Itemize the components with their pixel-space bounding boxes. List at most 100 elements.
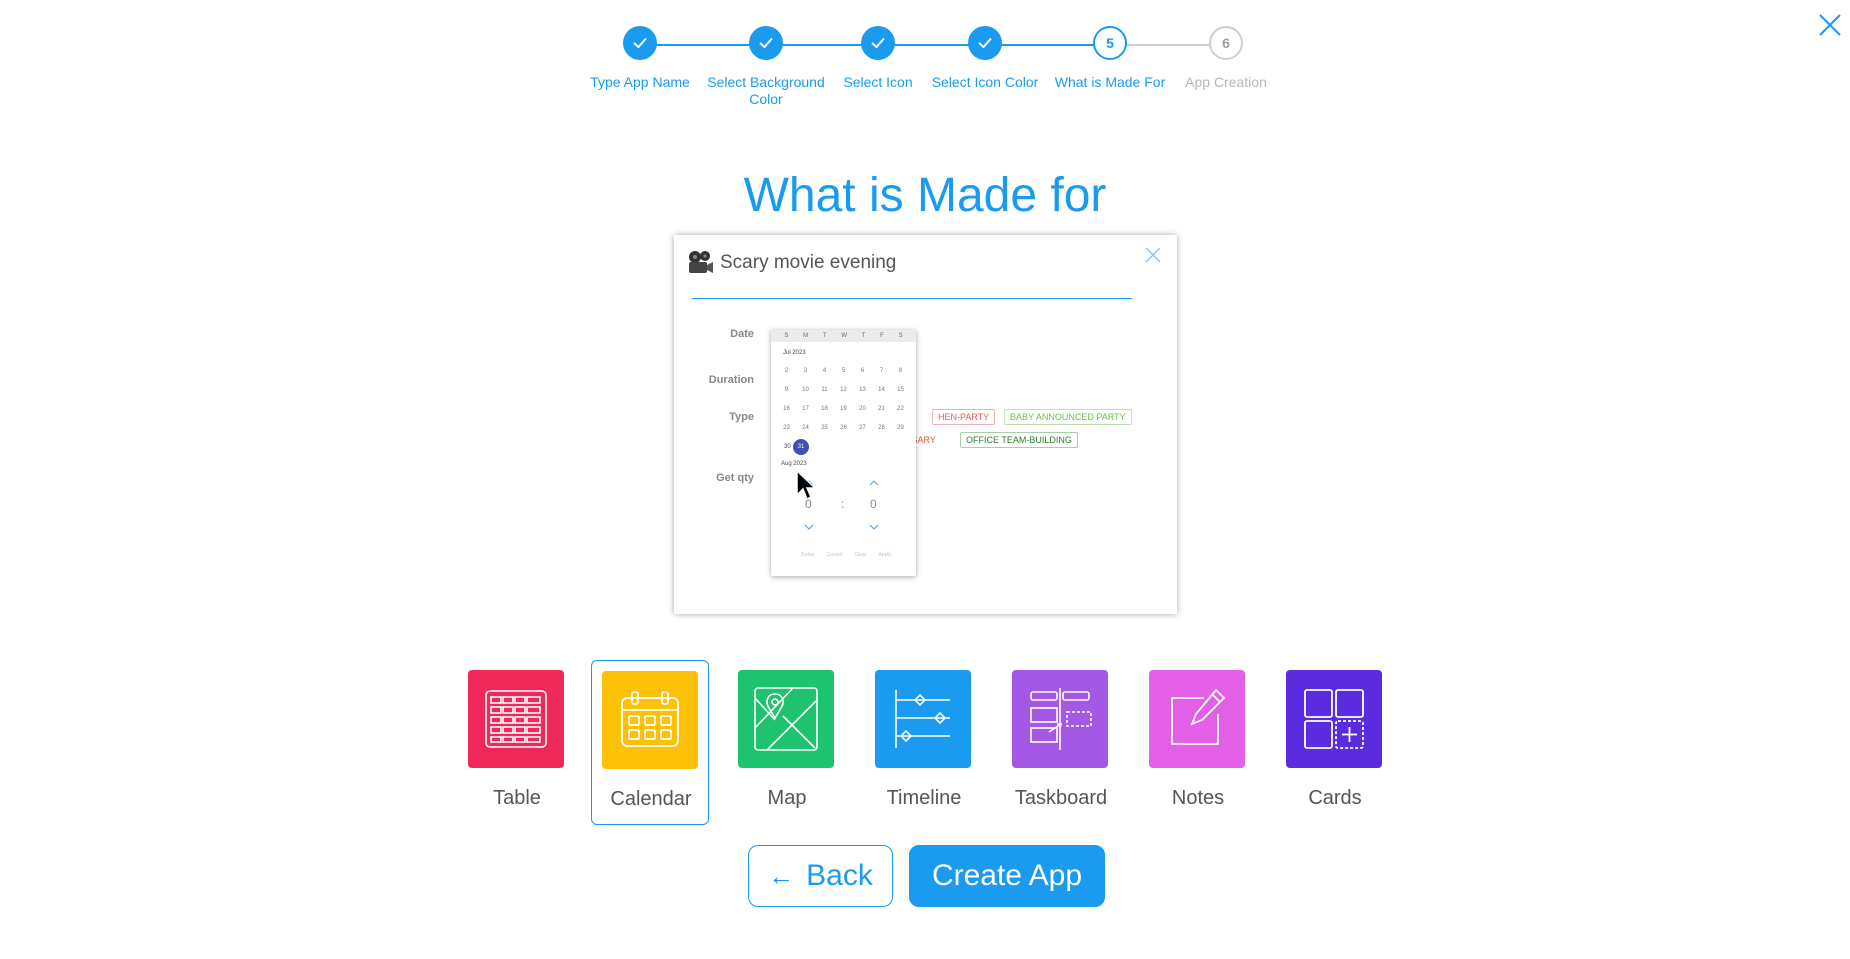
wizard-stepper: Type App Name Select Background Color Se… [0, 26, 1850, 126]
step-type-app-name[interactable]: Type App Name [565, 26, 715, 91]
app-type-table[interactable]: Table [458, 660, 576, 825]
preview-title-row: Scary movie evening [686, 249, 896, 277]
date-picker-popup: S M T W T F S Jul 2023 2 3 4 5 6 7 8 9 1… [771, 330, 916, 576]
weekday: M [803, 333, 809, 339]
calendar-day: 27 [859, 425, 866, 431]
calendar-footer-item: Apply [878, 552, 891, 558]
weekday: T [822, 333, 827, 339]
weekday: S [898, 333, 903, 339]
app-type-cards[interactable]: Cards [1276, 660, 1394, 825]
close-icon[interactable] [1817, 12, 1843, 38]
weekday: S [784, 333, 789, 339]
calendar-day: 21 [878, 406, 885, 412]
app-type-taskboard[interactable]: Taskboard [1002, 660, 1120, 825]
preview-image: Scary movie evening Date Duration Type G… [674, 235, 1177, 614]
calendar-footer-item: Today [801, 552, 815, 558]
calendar-day: 19 [840, 406, 847, 412]
calendar-footer-item: Clear [854, 552, 867, 558]
step-label: Select Icon [843, 74, 913, 90]
type-chip: BABY ANNOUNCED PARTY [1004, 409, 1132, 425]
weekday: T [861, 333, 866, 339]
calendar-day: 13 [859, 387, 866, 393]
calendar-day: 15 [897, 387, 904, 393]
app-type-notes[interactable]: Notes [1139, 660, 1257, 825]
create-app-button[interactable]: Create App [909, 845, 1105, 907]
chevron-down-icon [804, 524, 814, 530]
time-separator: : [841, 497, 845, 511]
page-title: What is Made for [743, 169, 1107, 222]
calendar-day: 2 [784, 368, 789, 374]
app-type-timeline[interactable]: Timeline [865, 660, 983, 825]
step-select-icon-color[interactable]: Select Icon Color [910, 26, 1060, 91]
taskboard-icon [1012, 670, 1108, 768]
step-label: Type App Name [590, 74, 690, 90]
type-label: Type [729, 411, 754, 423]
calendar-day: 20 [859, 406, 866, 412]
calendar-week-row: 16 17 18 19 20 21 22 [777, 406, 910, 412]
preview-title: Scary movie evening [720, 252, 897, 273]
calendar-day: 18 [821, 406, 828, 412]
calendar-day: 24 [802, 425, 809, 431]
table-icon [468, 670, 564, 768]
mouse-cursor-icon [796, 470, 817, 501]
calendar-day: 10 [802, 387, 809, 393]
app-type-label: Calendar [610, 788, 692, 810]
back-button[interactable]: ← Back [748, 845, 893, 907]
calendar-day: 22 [897, 406, 904, 412]
step-select-background-color[interactable]: Select Background Color [691, 26, 841, 108]
app-type-label: Map [767, 787, 807, 809]
app-type-label: Notes [1171, 787, 1225, 809]
stepper-line-pending [1110, 44, 1226, 46]
step-what-is-made-for[interactable]: 5 What is Made For [1035, 26, 1185, 91]
get-qty-label: Get qty [716, 472, 754, 484]
step-label: App Creation [1185, 74, 1267, 90]
map-icon [738, 670, 834, 768]
calendar-day: 29 [897, 425, 904, 431]
calendar-week-row: 23 24 25 26 27 28 29 [777, 425, 910, 431]
app-type-label: Timeline [886, 787, 962, 809]
preview-title-underline [692, 298, 1132, 299]
calendar-day: 25 [821, 425, 828, 431]
step-number: 6 [1209, 26, 1243, 60]
hours-value: 0 [805, 497, 812, 511]
weekday: W [841, 333, 847, 339]
type-chip: OFFICE TEAM-BUILDING [960, 432, 1078, 448]
notes-icon [1149, 670, 1245, 768]
calendar-day: 6 [860, 368, 865, 374]
app-type-label: Taskboard [1014, 787, 1108, 809]
calendar-day: 12 [840, 387, 847, 393]
chevron-up-icon [869, 480, 879, 486]
calendar-day: 4 [822, 368, 827, 374]
check-icon [968, 26, 1002, 60]
calendar-month-label: Jul 2023 [783, 350, 806, 356]
calendar-day: 9 [784, 387, 789, 393]
calendar-month-label: Aug 2023 [781, 461, 807, 467]
timeline-icon [875, 670, 971, 768]
calendar-day: 23 [783, 425, 790, 431]
app-type-map[interactable]: Map [728, 660, 846, 825]
step-label: Select Background Color [707, 74, 825, 107]
check-icon [623, 26, 657, 60]
calendar-day: 28 [878, 425, 885, 431]
duration-label: Duration [708, 374, 754, 386]
app-type-calendar[interactable]: Calendar [591, 660, 709, 825]
calendar-day: 3 [803, 368, 808, 374]
step-select-icon[interactable]: Select Icon [803, 26, 953, 91]
calendar-day: 14 [878, 387, 885, 393]
calendar-footer-item: Cancel [826, 552, 843, 558]
step-app-creation[interactable]: 6 App Creation [1151, 26, 1301, 91]
check-icon [861, 26, 895, 60]
calendar-day: 30 [784, 444, 791, 450]
back-button-label: Back [806, 859, 873, 892]
step-label: What is Made For [1054, 74, 1166, 90]
calendar-day: 11 [821, 387, 828, 393]
calendar-day: 17 [802, 406, 809, 412]
step-number: 5 [1093, 26, 1127, 60]
check-icon [749, 26, 783, 60]
calendar-day: 26 [840, 425, 847, 431]
calendar-day: 7 [879, 368, 884, 374]
date-label: Date [730, 328, 754, 340]
step-label: Select Icon Color [931, 74, 1039, 90]
minutes-value: 0 [870, 497, 877, 511]
